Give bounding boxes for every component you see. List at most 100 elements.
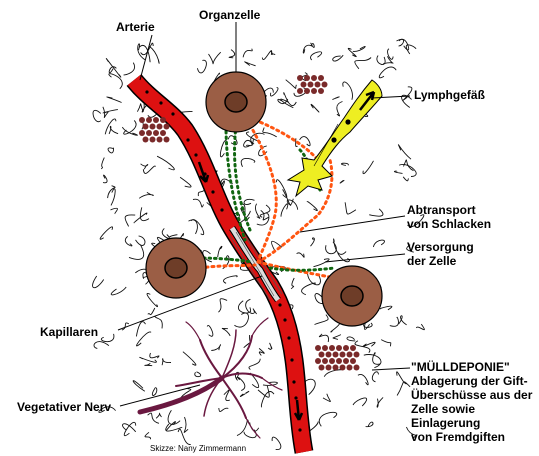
tissue-fiber <box>240 391 248 396</box>
label-vegetativer-nerv: Vegetativer Nerv <box>17 400 111 414</box>
deposit-dot <box>347 352 353 358</box>
deposit-dot <box>322 82 328 88</box>
tissue-fiber <box>108 148 113 153</box>
tissue-fiber <box>323 394 330 402</box>
deposit-dot <box>297 75 303 81</box>
deposit-dot <box>329 345 335 351</box>
tissue-fiber <box>259 348 264 355</box>
tissue-fiber <box>307 201 317 210</box>
tissue-fiber <box>397 382 410 396</box>
tissue-fiber <box>258 386 269 397</box>
deposit-dot <box>319 352 325 358</box>
tissue-fiber <box>103 110 118 113</box>
tissue-fiber <box>403 177 408 181</box>
deposit-dot <box>139 130 145 136</box>
tissue-fiber <box>348 48 356 56</box>
tissue-fiber <box>125 215 135 227</box>
tissue-fiber <box>136 236 145 246</box>
tissue-fiber <box>145 432 151 439</box>
deposit-dot <box>164 137 170 143</box>
label-abtransport-2: von Schlacken <box>407 217 491 231</box>
tissue-fiber <box>94 342 109 349</box>
deposit-dot <box>157 137 163 143</box>
tissue-fiber <box>311 43 315 48</box>
tissue-fiber <box>222 328 230 336</box>
tissue-fiber <box>272 437 281 449</box>
tissue-fiber <box>343 82 353 100</box>
tissue-fiber <box>155 316 163 328</box>
deposit-dot <box>318 88 324 94</box>
tissue-fiber <box>138 44 145 60</box>
sketch-credit: Skizze: Nany Zimmermann <box>150 444 246 453</box>
tissue-fiber <box>150 353 159 358</box>
tissue-fiber <box>366 422 373 427</box>
deposit-dot <box>160 117 166 123</box>
tissue-fiber <box>140 357 157 362</box>
tissue-fiber <box>377 397 383 407</box>
tissue-fiber <box>297 253 305 257</box>
tissue-fiber <box>149 46 159 63</box>
deposit-dot <box>333 352 339 358</box>
tissue-fiber <box>390 317 399 326</box>
tissue-fiber <box>303 45 312 53</box>
tissue-fiber <box>345 202 356 214</box>
tissue-fiber <box>246 299 251 312</box>
tissue-fiber <box>237 420 249 436</box>
tissue-fiber <box>197 60 206 73</box>
tissue-fiber <box>129 244 144 259</box>
deposit-dot <box>354 352 360 358</box>
tissue-fiber <box>399 316 407 325</box>
deposit-dot <box>297 88 303 94</box>
deposit-dot <box>319 365 325 371</box>
deposit-dot <box>329 358 335 364</box>
deposit-dot <box>150 124 156 130</box>
label-organzelle: Organzelle <box>199 8 260 22</box>
tissue-fiber <box>183 352 196 366</box>
tissue-fiber <box>381 340 391 347</box>
tissue-fiber <box>245 62 256 66</box>
deposit-dot <box>315 82 321 88</box>
tissue-fiber <box>111 189 115 206</box>
tissue-fiber <box>353 46 365 51</box>
deposit-dot <box>322 358 328 364</box>
deposit-dot <box>311 75 317 81</box>
tissue-fiber <box>369 209 383 216</box>
tissue-fiber <box>372 372 378 382</box>
tissue-fiber <box>300 137 310 146</box>
tissue-fiber <box>353 398 367 406</box>
tissue-fiber <box>166 424 182 431</box>
deposit-dot <box>143 124 149 130</box>
tissue-fiber <box>241 158 255 166</box>
organ-cell-left <box>146 238 206 298</box>
tissue-fiber <box>319 412 337 426</box>
label-abtransport-1: Abtransport <box>407 203 476 217</box>
tissue-fiber <box>136 322 145 337</box>
label-versorgung-2: der Zelle <box>407 254 456 268</box>
tissue-fiber <box>311 104 319 112</box>
deposit-dot <box>336 345 342 351</box>
tissue-fiber <box>261 210 269 220</box>
tissue-fiber <box>162 359 171 365</box>
tissue-fiber <box>263 128 277 137</box>
tissue-fiber <box>255 204 259 219</box>
label-muelldeponie-4: Zelle sowie <box>411 402 475 416</box>
tissue-fiber <box>250 309 256 314</box>
tissue-fiber <box>244 199 254 204</box>
tissue-fiber <box>133 381 145 392</box>
tissue-fiber <box>124 63 135 75</box>
tissue-fiber <box>324 370 341 377</box>
label-lymphgefaess: Lymphgefäß <box>414 88 485 102</box>
label-muelldeponie-3: Überschüsse aus der <box>411 388 532 402</box>
tissue-fiber <box>311 238 315 246</box>
label-muelldeponie-5: Einlagerung <box>411 416 480 430</box>
tissue-fiber <box>148 308 155 315</box>
label-arterie: Arterie <box>116 20 155 34</box>
tissue-fiber <box>249 359 260 370</box>
tissue-fiber <box>314 259 330 267</box>
deposit-dot <box>333 365 339 371</box>
deposit-dot <box>308 82 314 88</box>
tissue-fiber <box>223 276 237 284</box>
tissue-fiber <box>238 378 245 391</box>
tissue-fiber <box>145 363 152 365</box>
tissue-fiber <box>332 97 339 100</box>
